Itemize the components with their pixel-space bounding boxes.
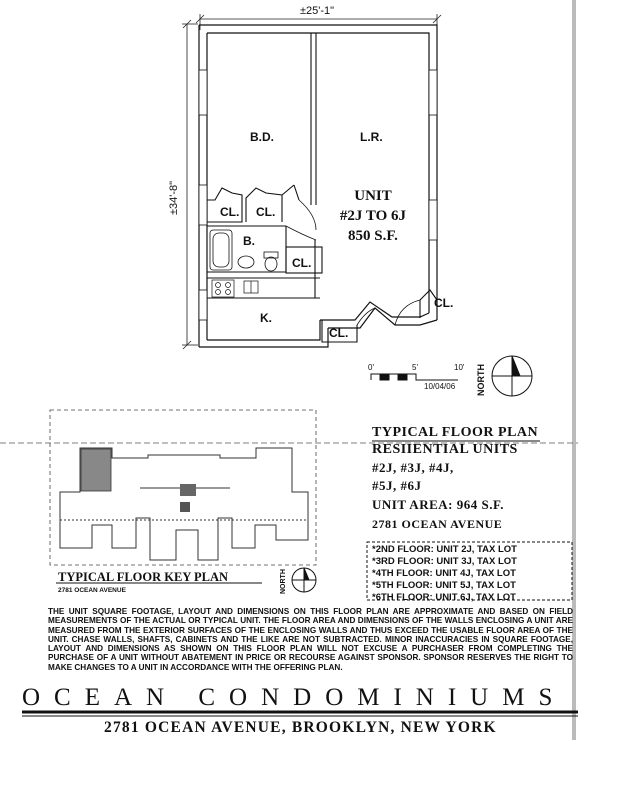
unit-line-3: 850 S.F. [348,228,398,244]
depth-dimension: ±34'-8" [168,180,180,215]
key-plan-unit-highlight [80,448,112,492]
room-label-closet-4: CL. [434,296,454,310]
depth-dimension-line [182,19,198,350]
interior-walls [207,33,438,343]
scale-tick-5: 5' [412,363,418,372]
tax-lot-row: *6TH FLOOR: UNIT 6J, TAX LOT [372,592,516,603]
room-label-bath: B. [243,234,255,248]
scale-tick-0: 0' [368,363,374,372]
unit-line-1: UNIT [354,188,392,204]
title-block: TYPICAL FLOOR PLAN RESIIENTIAL UNITS #2J… [372,425,538,533]
title-line-1: TYPICAL FLOOR PLAN [372,425,539,440]
width-dimension: ±25'-1" [300,5,335,17]
key-plan-stair [180,484,196,496]
key-plan-subtitle: 2781 OCEAN AVENUE [58,587,126,594]
disclaimer-text: THE UNIT SQUARE FOOTAGE, LAYOUT AND DIME… [48,607,573,672]
property-address: 2781 OCEAN AVENUE, BROOKLYN, NEW YORK [104,719,497,736]
room-label-closet-2: CL. [256,205,276,219]
title-line-3: #2J, #3J, #4J, [372,460,454,475]
north-arrow-icon [491,355,533,397]
key-plan-title: TYPICAL FLOOR KEY PLAN [58,570,229,584]
brand-name: OCEAN CONDOMINIUMS [22,684,567,711]
key-north-arrow-icon [291,567,317,593]
room-label-kitchen: K. [260,311,272,325]
bathtub [209,229,233,271]
tax-lot-box [366,541,573,601]
unit-block: UNIT #2J TO 6J 850 S.F. [328,186,418,246]
unit-line-2: #2J TO 6J [339,208,407,224]
page-edge-shadow [572,0,576,740]
tax-lot-list: *2ND FLOOR: UNIT 2J, TAX LOT *3RD FLOOR:… [372,544,517,604]
window-markers [198,69,438,321]
room-label-bedroom: B.D. [250,130,274,144]
scale-bar [370,373,458,381]
room-label-closet-5: CL. [329,326,349,340]
scale-tick-10: 10' [454,363,465,372]
tax-lot-row: *5TH FLOOR: UNIT 5J, TAX LOT [372,580,516,591]
scale-date: 10/04/06 [424,382,456,391]
tax-lot-row: *4TH FLOOR: UNIT 4J, TAX LOT [372,568,516,579]
title-line-6: 2781 OCEAN AVENUE [372,517,503,531]
bath-fixtures [237,251,279,272]
title-line-5: UNIT AREA: 964 S.F. [372,497,504,512]
title-line-4: #5J, #6J [372,478,422,493]
title-line-2: RESIIENTIAL UNITS [372,442,518,457]
stove [211,279,259,298]
room-label-closet-1: CL. [220,205,240,219]
room-label-living: L.R. [360,130,383,144]
door-swings [285,199,421,326]
key-north-label: NORTH [280,569,287,594]
room-label-closet-3: CL. [292,256,312,270]
key-plan-elevator [180,502,190,512]
tax-lot-row: *2ND FLOOR: UNIT 2J, TAX LOT [372,544,517,555]
key-plan-frame [49,409,317,566]
tax-lot-row: *3RD FLOOR: UNIT 3J, TAX LOT [372,556,517,567]
north-label: NORTH [476,364,486,396]
